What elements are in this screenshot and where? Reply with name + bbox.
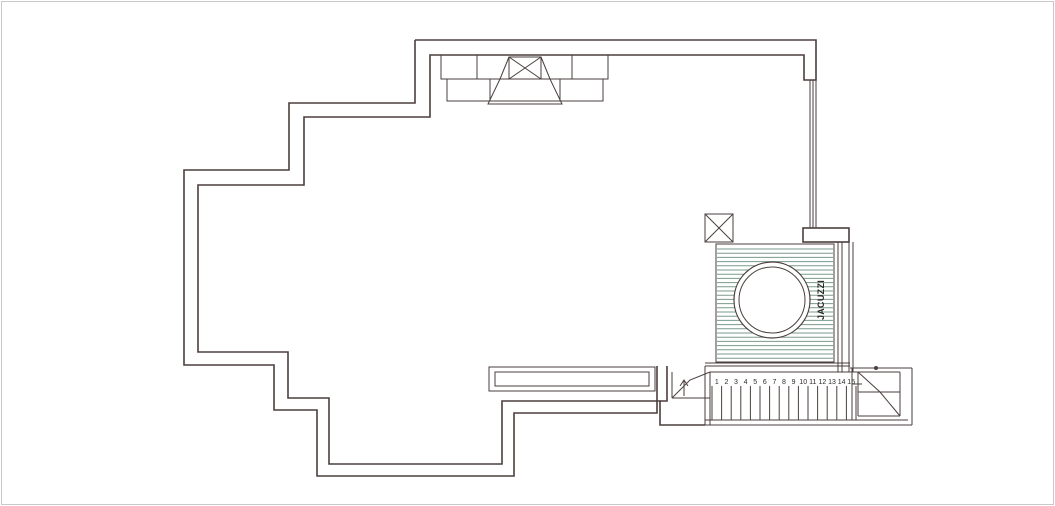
stair-step-number: 12: [819, 379, 827, 386]
stair-step-number: 13: [828, 379, 836, 386]
jacuzzi-deck: JACUZZI: [715, 243, 835, 363]
jacuzzi-label: JACUZZI: [816, 280, 826, 320]
stair-step-number: 15: [847, 379, 855, 386]
stair-step-number: 4: [744, 379, 748, 386]
outer-wall: [197, 39, 817, 465]
planter-bench: [488, 366, 656, 392]
stair-step-number: 10: [799, 379, 807, 386]
inner-wall: [183, 40, 658, 477]
stair-step-number: 6: [763, 379, 767, 386]
stair-step-number: 7: [772, 379, 776, 386]
jacuzzi-tub: [733, 261, 811, 339]
stair-step-number: 2: [724, 379, 728, 386]
south-return-wall: [660, 366, 668, 402]
stair-step-number: 14: [838, 379, 846, 386]
east-rails: [837, 242, 854, 372]
stair-step-number: 1: [715, 379, 719, 386]
stair-step-number: 3: [734, 379, 738, 386]
east-pier: [802, 227, 850, 243]
stair-step-number: 8: [782, 379, 786, 386]
fireplace-hood: [440, 54, 609, 105]
stair-step-number: 5: [753, 379, 757, 386]
column-box: [704, 213, 734, 243]
stair-step-number: 9: [792, 379, 796, 386]
stair-step-number: 11: [809, 379, 816, 386]
